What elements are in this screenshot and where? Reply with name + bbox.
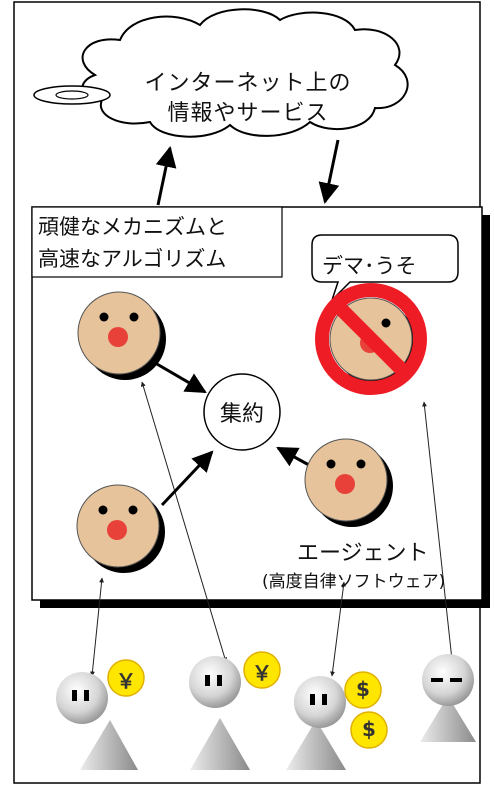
cloud-line-2: 情報やサービス — [167, 101, 329, 126]
person-2 — [189, 656, 250, 770]
link-person1-agent3 — [89, 577, 105, 677]
agent-face-1 — [77, 291, 166, 380]
coin-yen-1 — [107, 659, 145, 697]
center-label: 集約 — [219, 402, 264, 427]
coin-yen-2 — [243, 651, 281, 689]
coin-symbol-1: ￥ — [116, 669, 136, 693]
person-3 — [286, 676, 346, 770]
center-circle — [203, 373, 281, 451]
link-person2-agent1 — [140, 381, 228, 663]
cloud-puff-small — [55, 90, 89, 100]
person-4 — [420, 654, 476, 742]
person-1 — [56, 672, 138, 770]
link-person3-agent4 — [330, 581, 346, 677]
box-title-line-1: 頑健なメカニズムと — [38, 215, 227, 239]
cloud-body — [81, 8, 409, 138]
speech-text: デマ･うそ — [322, 254, 417, 278]
coin-symbol-4: $ — [362, 717, 376, 741]
coin-dollar-1 — [344, 671, 382, 709]
arrow-from-cloud — [318, 139, 340, 205]
prohibition-sign — [315, 283, 427, 395]
agent-face-4 — [304, 438, 393, 527]
box-title-line-2: 高速なアルゴリズム — [38, 247, 227, 271]
link-person4-agent-bad — [422, 401, 454, 661]
speech-bubble — [311, 234, 459, 301]
arrow-to-cloud — [155, 145, 177, 206]
agent-face-3 — [76, 484, 165, 573]
title-box — [31, 206, 283, 278]
arrow-agent3-to-center — [160, 450, 214, 507]
coin-symbol-2: ￥ — [252, 661, 272, 685]
coin-dollar-2 — [350, 711, 388, 749]
coin-symbol-3: $ — [356, 677, 370, 701]
agent-subtitle-label: (高度自律ソフトウェア) — [262, 572, 446, 592]
agent-name-label: エージェント — [297, 541, 429, 566]
cloud-shape — [33, 8, 409, 138]
arrow-agent1-to-center — [149, 358, 207, 394]
cloud-line-1: インターネット上の — [144, 71, 352, 96]
